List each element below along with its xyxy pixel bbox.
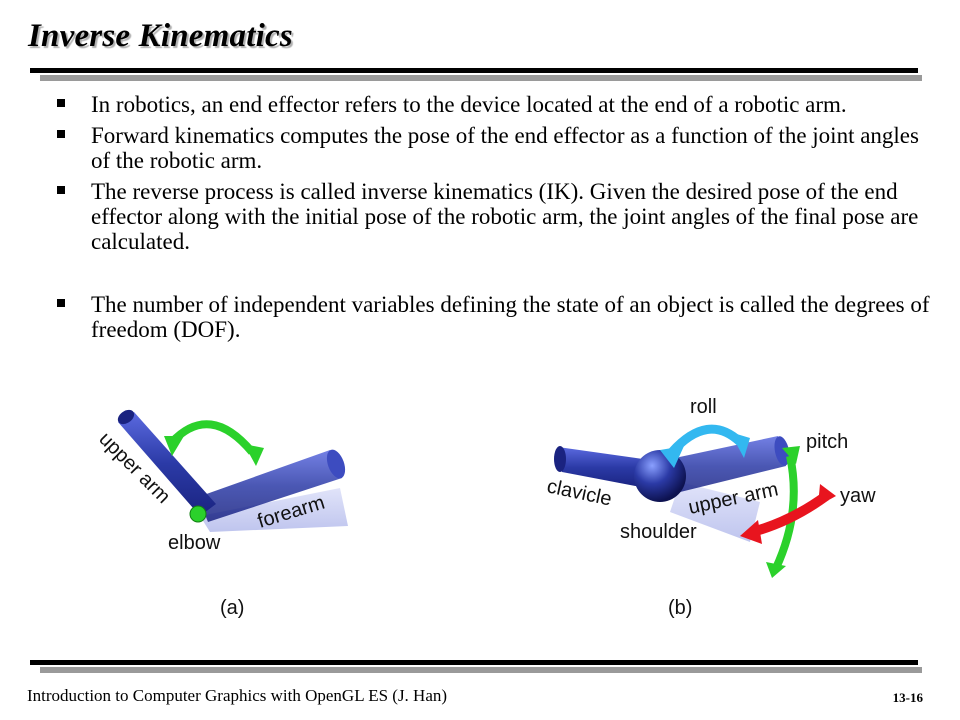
label-elbow: elbow bbox=[168, 532, 221, 554]
caption-b: (b) bbox=[668, 597, 692, 619]
bullet-item-inverse-kinematics: The reverse process is called inverse ki… bbox=[52, 179, 932, 254]
upper-arm-ghost bbox=[670, 482, 760, 542]
forearm-shape bbox=[198, 450, 342, 522]
rotation-arrow-icon bbox=[169, 420, 256, 455]
label-pitch: pitch bbox=[806, 431, 848, 453]
upper-arm-b-shape bbox=[656, 436, 786, 496]
title-rule-dark bbox=[30, 68, 918, 73]
elbow-joint bbox=[189, 505, 207, 523]
footer-rule-dark bbox=[30, 660, 918, 665]
page-number: 13-16 bbox=[892, 690, 923, 705]
kinematics-figure: upper arm forearm elbow (a) roll pitch y… bbox=[94, 396, 876, 619]
caption-a: (a) bbox=[220, 597, 244, 619]
bullet-item-forward-kinematics: Forward kinematics computes the pose of … bbox=[52, 123, 932, 173]
label-roll: roll bbox=[690, 396, 717, 418]
bullet-list: In robotics, an end effector refers to t… bbox=[52, 92, 932, 348]
bullet-item-dof: The number of independent variables defi… bbox=[52, 292, 932, 342]
figure-a: upper arm forearm elbow (a) bbox=[94, 409, 348, 619]
footer-rule-shadow bbox=[40, 667, 922, 673]
figure-b: roll pitch yaw clavicle upper arm should… bbox=[545, 396, 876, 619]
bullet-item-end-effector: In robotics, an end effector refers to t… bbox=[52, 92, 932, 117]
slide-title: Inverse Kinematics bbox=[28, 18, 293, 54]
label-yaw: yaw bbox=[840, 485, 876, 507]
footer-text: Introduction to Computer Graphics with O… bbox=[27, 686, 448, 705]
forearm-ghost bbox=[200, 488, 348, 532]
upper-arm-shape bbox=[118, 412, 216, 516]
label-shoulder: shoulder bbox=[620, 521, 697, 543]
label-clavicle: clavicle bbox=[545, 475, 614, 510]
clavicle-shape bbox=[558, 447, 650, 488]
title-rule-shadow bbox=[40, 75, 922, 81]
